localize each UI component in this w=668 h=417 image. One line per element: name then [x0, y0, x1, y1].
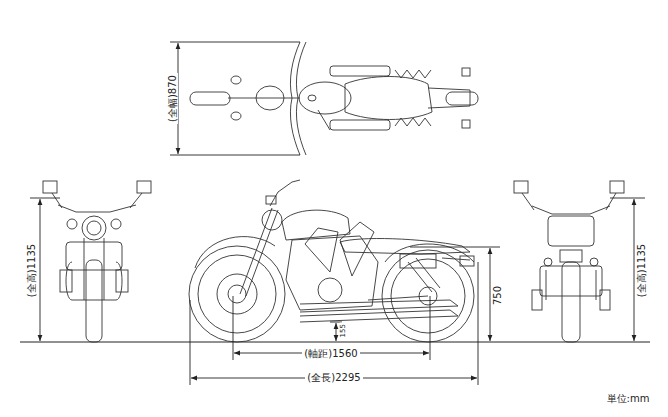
height-dimension: (全高)1135: [636, 241, 647, 298]
clearance-dimension: 155: [340, 322, 348, 339]
seat-height-dimension: 750: [493, 283, 504, 306]
height-dimension: (全高)1135: [26, 241, 37, 298]
wheelbase-dimension: (軸距)1560: [302, 348, 359, 359]
width-dimension: (全幅)870: [166, 73, 177, 124]
unit-note: 単位:mm: [605, 393, 652, 404]
length-dimension: (全長)2295: [305, 372, 362, 383]
